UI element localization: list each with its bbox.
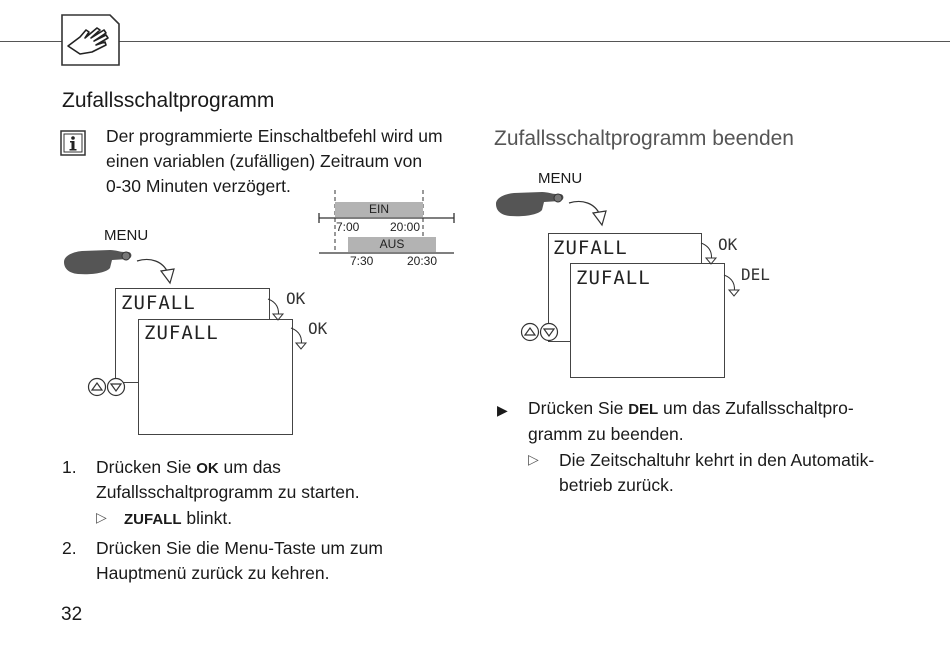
aus-start-time: 7:30	[350, 254, 374, 268]
menu-label: MENU	[104, 227, 149, 244]
section-title-right: Zufallsschaltprogramm beenden	[494, 127, 794, 150]
aus-bar: AUS	[348, 237, 436, 252]
step-1-line-1: Drücken Sie OK um das	[96, 455, 281, 481]
del-key-text: DEL	[628, 401, 659, 418]
pointing-hand-icon-right	[494, 188, 566, 218]
result-line-1: Die Zeitschaltuhr kehrt in den Automatik…	[559, 450, 875, 470]
ein-bar: EIN	[335, 202, 423, 217]
action-pre: Drücken Sie	[528, 398, 629, 418]
section-title: Zufallsschaltprogramm	[62, 89, 275, 112]
ok-key-label-2: OK	[308, 319, 328, 338]
screen-front-right	[570, 263, 725, 378]
key-press-arrow-1	[264, 296, 288, 322]
step-2-number: 2.	[62, 538, 77, 558]
result-triangle-icon-right: ▷	[528, 451, 539, 467]
step-2-line-1: Drücken Sie die Menu-Taste um zum	[96, 538, 383, 558]
del-key-label: DEL	[741, 265, 770, 284]
key-press-arrow-2	[287, 325, 311, 351]
ok-key-label-right: OK	[718, 235, 738, 254]
info-line-1: Der programmierte Einschaltbefehl wird u…	[106, 126, 443, 146]
ok-key-text: OK	[196, 460, 219, 477]
aus-end-time: 20:30	[407, 254, 438, 268]
screen-front	[138, 319, 293, 435]
menu-label-right: MENU	[538, 170, 583, 187]
action-line-2: gramm zu beenden.	[528, 424, 684, 444]
step-1-result: ZUFALL blinkt.	[124, 506, 232, 532]
info-icon	[60, 130, 86, 156]
ein-start-time: 7:00	[336, 220, 360, 234]
action-line-1: Drücken Sie DEL um das Zufallsschaltpro-	[528, 396, 854, 422]
timeline-diagram: EIN 7:00 20:00 AUS 7:30 20:30	[316, 190, 458, 270]
step-2-line-2: Hauptmenü zurück zu kehren.	[96, 563, 330, 583]
page-number: 32	[61, 604, 83, 625]
step-1-pre: Drücken Sie	[96, 457, 197, 477]
header-rule	[0, 41, 950, 42]
curved-arrow-icon-right	[567, 197, 612, 232]
hand-icon	[60, 14, 120, 66]
key-press-arrow-right-1	[697, 240, 721, 266]
screen-front-text: ZUFALL	[144, 322, 219, 344]
zufall-text: ZUFALL	[124, 511, 182, 528]
step-1-number: 1.	[62, 457, 77, 477]
result-line-2: betrieb zurück.	[559, 475, 674, 495]
pointing-hand-icon	[62, 246, 134, 276]
step-1-post: um das	[218, 457, 281, 477]
result-triangle-icon: ▷	[96, 509, 107, 525]
screen-back-text-right: ZUFALL	[553, 237, 628, 259]
info-line-2: einen variablen (zufälligen) Zeitraum vo…	[106, 151, 423, 171]
key-press-arrow-right-2	[720, 272, 744, 298]
action-triangle-icon: ▶	[497, 402, 508, 418]
curved-arrow-icon	[135, 255, 180, 290]
screen-front-text-right: ZUFALL	[576, 267, 651, 289]
ok-key-label-1: OK	[286, 289, 306, 308]
step-1-result-post: blinkt.	[181, 508, 233, 528]
up-down-arrows-icon-right	[520, 322, 560, 342]
step-1-line-2: Zufallsschaltprogramm zu starten.	[96, 482, 360, 502]
info-line-3: 0-30 Minuten verzögert.	[106, 176, 291, 196]
action-post: um das Zufallsschaltpro-	[658, 398, 854, 418]
screen-back-text: ZUFALL	[121, 292, 196, 314]
up-down-arrows-icon	[87, 377, 127, 397]
ein-end-time: 20:00	[390, 220, 421, 234]
